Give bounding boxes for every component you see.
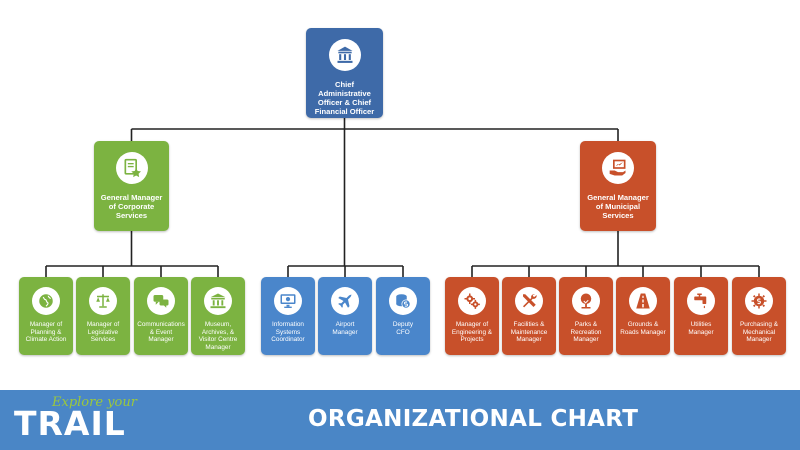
branch-node-2: General Manager of Municipal Services [580,141,656,231]
branch-node-2-label: General Manager of Municipal Services [587,193,649,221]
coins-icon [389,287,417,315]
leaf-node-2-0: Manager of Engineering & Projects [445,277,499,355]
leaf-node-2-5-label: Purchasing & Mechanical Manager [739,321,778,344]
leaf-node-2-0-label: Manager of Engineering & Projects [451,321,493,344]
leaf-node-1-2: Deputy CFO [376,277,430,355]
leaf-node-0-3-label: Museum, Archives, & Visitor Centre Manag… [198,321,238,352]
leaf-node-2-4-label: Utilities Manager [688,321,714,336]
branch-node-0-label: General Manager of Corporate Services [100,193,163,221]
logo-script-text: Explore your [52,395,137,410]
leaf-node-1-0: Information Systems Coordinator [261,277,315,355]
leaf-node-0-2: Communications & Event Manager [134,277,188,355]
tree-icon [572,287,600,315]
leaf-node-0-1-label: Manager of Legislative Services [86,321,120,344]
leaf-node-0-0-label: Manager of Planning & Climate Action [25,321,67,344]
org-chart: Chief Administrative Officer & Chief Fin… [19,28,786,355]
globe-icon [32,287,60,315]
branch-node-0: General Manager of Corporate Services [94,141,169,231]
document-star-icon [115,152,148,184]
leaf-node-2-5: Purchasing & Mechanical Manager [732,277,786,355]
leaf-node-0-3: Museum, Archives, & Visitor Centre Manag… [191,277,245,355]
leaf-node-2-1-label: Facilities & Maintenance Manager [510,321,548,344]
leaf-node-2-1: Facilities & Maintenance Manager [502,277,556,355]
scales-icon [89,287,117,315]
page-title: ORGANIZATIONAL CHART [308,406,639,432]
trail-logo: Explore your TRAIL [8,392,138,448]
hand-plan-icon [602,152,634,184]
leaf-node-1-1: Airport Manager [318,277,372,355]
museum-icon [204,287,232,315]
leaf-node-1-0-label: Information Systems Coordinator [271,321,305,344]
faucet-icon [687,287,715,315]
leaf-node-0-0: Manager of Planning & Climate Action [19,277,73,355]
leaf-node-1-2-label: Deputy CFO [392,321,414,336]
leaf-node-2-3-label: Grounds & Roads Manager [620,321,666,336]
city-hall-icon [328,39,361,71]
root-node: Chief Administrative Officer & Chief Fin… [306,28,383,118]
gears-icon [458,287,486,315]
leaf-node-1-1-label: Airport Manager [332,321,358,336]
chat-bubbles-icon [147,287,175,315]
airplane-icon [331,287,359,315]
leaf-node-0-1: Manager of Legislative Services [76,277,130,355]
leaf-node-2-4: Utilities Manager [674,277,728,355]
logo-word-text: TRAIL [14,404,126,443]
leaf-node-2-2-label: Parks & Recreation Manager [570,321,602,344]
gear-dollar-icon [745,287,773,315]
leaf-node-0-2-label: Communications & Event Manager [137,321,185,344]
connector-lines [45,118,760,277]
footer-banner: Explore your TRAIL ORGANIZATIONAL CHART [0,390,800,450]
wrench-screwdriver-icon [515,287,543,315]
leaf-node-2-3: Grounds & Roads Manager [616,277,670,355]
monitor-icon [274,287,302,315]
root-node-label: Chief Administrative Officer & Chief Fin… [314,80,375,117]
leaf-node-2-2: Parks & Recreation Manager [559,277,613,355]
road-icon [629,287,657,315]
